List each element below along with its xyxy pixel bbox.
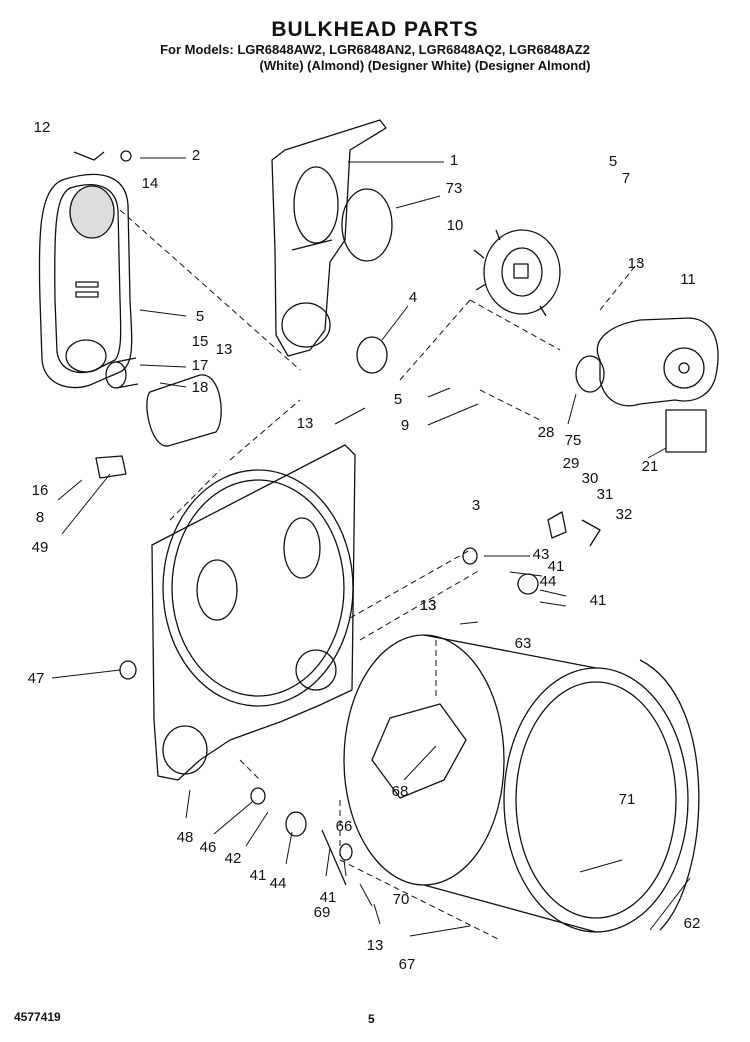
- idler-bracket-part: [581, 519, 601, 547]
- part-callout: 13: [420, 597, 437, 614]
- bracket-part: [95, 455, 127, 479]
- part-callout: 4: [409, 289, 417, 306]
- part-callout: 43: [533, 546, 550, 563]
- callout-leaders: [51, 157, 691, 937]
- part-callout: 13: [216, 341, 233, 358]
- assembly-guides: [119, 209, 641, 941]
- part-callout: 5: [196, 308, 204, 325]
- part-callout: 9: [401, 417, 409, 434]
- part-callout: 68: [392, 783, 409, 800]
- part-callout: 44: [540, 573, 557, 590]
- part-callout: 48: [177, 829, 194, 846]
- blower-wheel-part: [473, 229, 561, 317]
- seal-ring-part: [341, 188, 393, 262]
- part-callout: 8: [36, 509, 44, 526]
- part-callout: 5: [394, 391, 402, 408]
- part-callout: 47: [28, 670, 45, 687]
- part-callout: 16: [32, 482, 49, 499]
- part-callout: 10: [447, 217, 464, 234]
- drum-part: [343, 634, 700, 933]
- part-callout: 67: [399, 956, 416, 973]
- models-line: For Models: LGR6848AW2, LGR6848AN2, LGR6…: [160, 42, 590, 57]
- part-callout: 69: [314, 904, 331, 921]
- bulkhead-cover-part: [271, 119, 387, 357]
- part-callout: 1: [450, 152, 458, 169]
- part-callout: 21: [642, 458, 659, 475]
- part-callout: 15: [192, 333, 209, 350]
- hinge-screw-part: [73, 150, 132, 162]
- part-callout: 31: [597, 486, 614, 503]
- front-panel-part: [38, 173, 133, 389]
- thermal-label-part: [665, 409, 707, 453]
- part-callout: 14: [142, 175, 159, 192]
- roller-right-part: [517, 573, 539, 595]
- part-callout: 30: [582, 470, 599, 487]
- part-callout: 46: [200, 839, 217, 856]
- blower-housing-part: [575, 317, 719, 407]
- roller-left-part: [285, 811, 307, 837]
- part-callout: 13: [628, 255, 645, 272]
- part-callout: 13: [420, 597, 437, 614]
- page-number: 5: [368, 1012, 375, 1026]
- clip-part: [547, 511, 567, 539]
- part-callout: 32: [616, 506, 633, 523]
- washer-left-part: [250, 787, 266, 805]
- part-callout: 75: [565, 432, 582, 449]
- front-bulkhead-part: [151, 444, 356, 781]
- part-callout: 2: [192, 147, 200, 164]
- part-callout: 5: [609, 153, 617, 170]
- part-callout: 13: [297, 415, 314, 432]
- part-callout: 70: [393, 891, 410, 908]
- part-callout: 62: [684, 915, 701, 932]
- part-callout: 73: [446, 180, 463, 197]
- part-callout: 66: [336, 818, 353, 835]
- part-callout: 17: [192, 357, 209, 374]
- part-callout: 42: [225, 850, 242, 867]
- part-callout: 7: [622, 170, 630, 187]
- part-callout: 41: [590, 592, 607, 609]
- part-callout: 11: [680, 271, 696, 288]
- wheel-nut-part: [119, 660, 137, 680]
- part-callout: 12: [34, 119, 51, 136]
- part-callout: 41: [320, 889, 337, 906]
- doc-number: 4577419: [14, 1010, 61, 1024]
- part-callout: 63: [515, 635, 532, 652]
- o-ring-part: [356, 336, 388, 374]
- variants-line: (White) (Almond) (Designer White) (Desig…: [259, 58, 591, 73]
- bearing-part: [339, 843, 353, 861]
- page-title: BULKHEAD PARTS: [271, 18, 479, 41]
- part-callout: 49: [32, 539, 49, 556]
- shaft-part: [321, 829, 347, 886]
- part-callout: 28: [538, 424, 555, 441]
- washer-right-part: [462, 547, 478, 565]
- lint-duct-part: [105, 357, 222, 447]
- part-callout: 3: [472, 497, 480, 514]
- part-callout: 18: [192, 379, 209, 396]
- part-callout: 13: [367, 937, 384, 954]
- part-callout: 41: [250, 867, 267, 884]
- part-callout: 41: [548, 558, 565, 575]
- part-callout: 71: [619, 791, 636, 808]
- part-callout: 29: [563, 455, 580, 472]
- page-header: BULKHEAD PARTS For Models: LGR6848AW2, L…: [0, 18, 750, 74]
- part-callout: 44: [270, 875, 287, 892]
